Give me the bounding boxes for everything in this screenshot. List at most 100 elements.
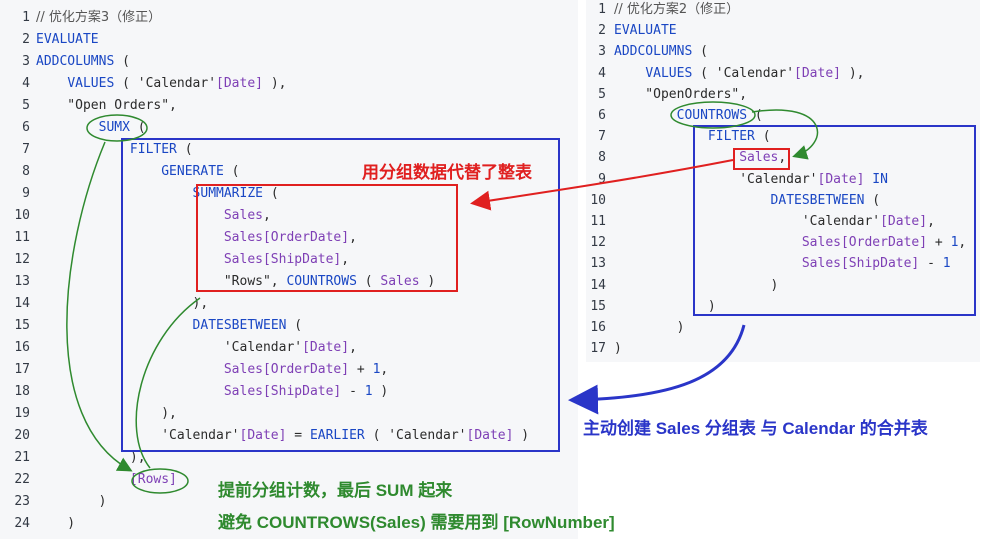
- line-number: 7: [22, 142, 30, 157]
- line-number: 14: [14, 296, 30, 311]
- code-token: Sales: [801, 256, 841, 272]
- code-token: Sales: [223, 252, 263, 267]
- code-token: [ShipDate]: [262, 252, 342, 267]
- code-text: EVALUATE: [36, 29, 99, 51]
- code-token: +: [349, 362, 373, 377]
- code-text: [Rows]: [36, 469, 177, 491]
- line-number: 15: [14, 318, 30, 333]
- code-token: EARLIER: [309, 428, 365, 443]
- code-token: [ShipDate]: [840, 256, 920, 272]
- code-token: ),: [36, 450, 146, 465]
- code-line: 24 ): [0, 513, 578, 535]
- code-token: SUMX: [98, 120, 130, 135]
- code-line: 14 ): [586, 275, 980, 297]
- code-text: ADDCOLUMNS (: [36, 51, 130, 73]
- line-number: 13: [590, 256, 606, 272]
- code-token: 1: [950, 235, 959, 251]
- line-number: 23: [14, 494, 30, 509]
- code-line: 7 FILTER (: [0, 139, 578, 161]
- code-text: Sales[ShipDate] - 1 ): [36, 381, 388, 403]
- line-number: 5: [22, 98, 30, 113]
- code-token: Sales: [223, 208, 263, 223]
- code-text: Sales,: [36, 205, 271, 227]
- code-token: ): [36, 494, 107, 509]
- code-token: [36, 120, 99, 135]
- code-token: [OrderDate]: [262, 362, 350, 377]
- code-token: [ShipDate]: [262, 384, 342, 399]
- line-number: 1: [598, 2, 606, 17]
- line-number: 7: [598, 129, 606, 145]
- code-line: 15 DATESBETWEEN (: [0, 315, 578, 337]
- code-line: 18 Sales[ShipDate] - 1 ): [0, 381, 578, 403]
- code-token: "OpenOrders",: [614, 86, 748, 102]
- code-text: ): [36, 491, 107, 513]
- code-token: [OrderDate]: [840, 235, 928, 251]
- line-number: 24: [14, 516, 30, 531]
- line-number: 2: [598, 23, 606, 39]
- line-number: 18: [14, 384, 30, 399]
- line-number: 15: [590, 298, 606, 314]
- code-text: ): [614, 317, 685, 339]
- code-token: ,: [262, 208, 271, 223]
- code-token: ,: [349, 230, 357, 245]
- line-number: 16: [590, 320, 606, 335]
- code-token: [Date]: [880, 214, 928, 229]
- line-number: 17: [590, 341, 606, 357]
- code-token: ( 'Calendar': [364, 428, 467, 443]
- code-line: 1// 优化方案3（修正）: [0, 7, 578, 29]
- code-token: ): [614, 277, 779, 293]
- code-token: (: [692, 44, 708, 60]
- code-line: 8 GENERATE (: [0, 161, 578, 183]
- code-token: [Date]: [216, 76, 263, 91]
- code-line: 6 SUMX (: [0, 117, 578, 139]
- code-token: ),: [841, 65, 865, 81]
- line-number: 13: [14, 274, 30, 289]
- code-line: 13 Sales[ShipDate] - 1: [586, 253, 980, 275]
- code-text: DATESBETWEEN (: [614, 190, 881, 212]
- line-number: 9: [22, 186, 30, 201]
- code-token: COUNTROWS: [676, 108, 748, 123]
- code-token: ): [36, 516, 76, 531]
- code-token: [614, 66, 645, 81]
- code-token: (: [223, 164, 240, 179]
- code-token: 1: [942, 256, 951, 272]
- code-token: (: [286, 318, 303, 333]
- code-token: 'Calendar': [614, 214, 881, 229]
- code-token: -: [919, 256, 943, 272]
- line-number: 14: [590, 277, 606, 293]
- code-token: (: [356, 274, 381, 289]
- code-token: Sales: [223, 384, 263, 399]
- code-line: 6 COUNTROWS (: [586, 105, 980, 127]
- code-line: 11 'Calendar'[Date],: [586, 211, 980, 233]
- code-token: ( 'Calendar': [114, 76, 217, 91]
- code-text: 'Calendar'[Date] IN: [614, 169, 888, 191]
- code-token: +: [927, 235, 951, 251]
- code-token: [Date]: [817, 171, 865, 187]
- line-number: 8: [22, 164, 30, 179]
- code-token: FILTER: [129, 142, 177, 157]
- code-token: Sales: [801, 235, 841, 251]
- code-token: ( 'Calendar': [692, 65, 795, 81]
- code-token: [614, 108, 677, 123]
- code-text: DATESBETWEEN (: [36, 315, 303, 337]
- code-token: EVALUATE: [36, 32, 99, 47]
- line-number: 4: [598, 65, 606, 81]
- code-line: 4 VALUES ( 'Calendar'[Date] ),: [0, 73, 578, 95]
- code-token: ,: [341, 252, 350, 267]
- code-token: ): [614, 298, 716, 314]
- code-token: [Date]: [239, 428, 287, 443]
- code-token: ,: [778, 150, 787, 166]
- code-text: "Rows", COUNTROWS ( Sales ): [36, 271, 435, 293]
- line-number: 19: [14, 406, 30, 421]
- line-number: 16: [14, 340, 30, 355]
- line-number: 22: [14, 472, 30, 487]
- code-token: (: [114, 54, 130, 69]
- line-number: 6: [22, 120, 30, 135]
- code-token: ,: [380, 362, 389, 377]
- line-number: 5: [598, 86, 606, 102]
- code-text: 'Calendar'[Date],: [614, 211, 935, 233]
- code-text: GENERATE (: [36, 161, 240, 183]
- green-annotation-2: 避免 COUNTROWS(Sales) 需要用到 [RowNumber]: [218, 513, 615, 532]
- line-number: 12: [590, 235, 606, 251]
